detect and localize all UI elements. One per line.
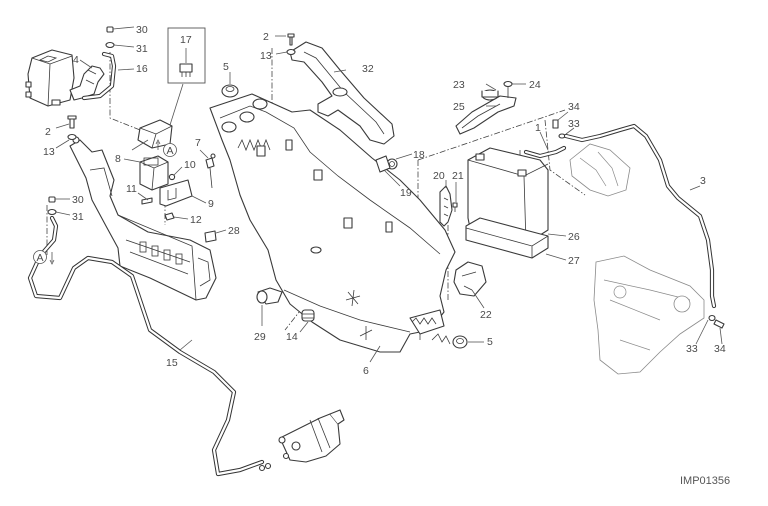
label-16: 16 [136,63,148,75]
cable-4 [69,65,105,101]
screw-30-top [106,26,114,33]
washer-19 [375,155,391,173]
washer-31-bottom [47,208,57,216]
label-31-lower: 31 [72,211,84,223]
label-23: 23 [453,79,465,91]
label-19: 19 [400,187,412,199]
label-21: 21 [452,170,464,182]
label-11: 11 [126,183,137,195]
starter-relay-cover [25,49,75,107]
rear-frame-bracket [69,136,217,301]
grab-handle [289,41,395,145]
label-24: 24 [529,79,541,91]
label-30-lower: 30 [72,194,84,206]
starter-relay [139,155,169,191]
connection-marker-a-top: A [155,139,177,157]
screw-11 [141,197,153,205]
screw-2-left [67,115,77,129]
part-labels: 30 31 4 16 17 2 13 8 10 7 11 9 12 28 30 … [43,24,726,377]
leader-lines [55,26,723,363]
label-6: 6 [363,365,369,377]
label-26: 26 [568,231,580,243]
label-4: 4 [73,54,79,66]
screw-34-bottom [713,319,725,329]
clamp-20 [439,185,453,227]
label-7: 7 [195,137,201,149]
label-13: 13 [43,146,55,158]
washer-13-top [286,48,296,56]
label-32: 32 [362,63,374,75]
battery-pad-27 [465,217,549,259]
washer-13-left [67,133,77,141]
label-27: 27 [568,255,580,267]
connection-marker-a-bottom: A [33,250,55,265]
label-12: 12 [190,214,202,226]
nut-12 [164,212,175,221]
battery-strap-25 [455,95,517,135]
cap-29 [256,287,283,305]
label-5-bottom: 5 [487,336,493,348]
battery-tray [209,93,456,353]
ground-cable-3 [563,123,717,309]
fuse-box-cover [137,119,173,149]
screw-34-top [552,119,559,129]
screw-30-bottom [48,196,56,203]
label-25: 25 [453,101,465,113]
screw-24 [503,80,513,98]
label-28: 28 [228,225,240,237]
label-1: 1 [535,122,541,134]
cable-16 [81,51,117,101]
label-13-top: 13 [260,50,272,62]
screw-21 [452,202,458,212]
label-34-bottom: 34 [714,343,726,355]
label-2: 2 [45,126,51,138]
washer-33-bottom [708,314,716,322]
frame-ghost-upper [569,143,631,197]
fuse-callout-box [167,27,206,126]
rubber-pad-23 [481,89,499,101]
screw-2-top [287,33,295,46]
label-10: 10 [184,159,196,171]
label-33-bottom: 33 [686,343,698,355]
terminal-cover-22 [453,261,487,297]
label-2-top: 2 [263,31,269,43]
label-5-top: 5 [223,61,229,73]
label-20: 20 [433,170,445,182]
marker-letter: A [36,252,43,264]
label-9: 9 [208,198,214,210]
label-30: 30 [136,24,148,36]
washer-31-top [105,41,115,49]
screw-10 [168,173,176,181]
reference-code: IMP01356 [680,475,730,487]
label-33-top: 33 [568,118,580,130]
bracket-9 [159,179,193,207]
cable-1 [523,145,567,159]
label-34-top: 34 [568,101,580,113]
label-29: 29 [254,331,266,343]
label-22: 22 [480,309,492,321]
label-14: 14 [286,331,298,343]
label-8: 8 [115,153,121,165]
marker-letter: A [166,145,173,157]
sensor-7 [205,153,216,189]
grommet-5-top [221,84,239,98]
label-31: 31 [136,43,148,55]
gasket-28 [204,230,217,243]
frame-ghost-lower [593,255,705,375]
label-3: 3 [700,175,706,187]
starter-cable-15 [27,215,265,477]
starter-motor [258,409,345,472]
label-15: 15 [166,357,178,369]
grommet-5-bottom [452,335,468,349]
bushing-14 [301,309,315,322]
label-17: 17 [180,34,192,46]
label-18: 18 [413,149,425,161]
